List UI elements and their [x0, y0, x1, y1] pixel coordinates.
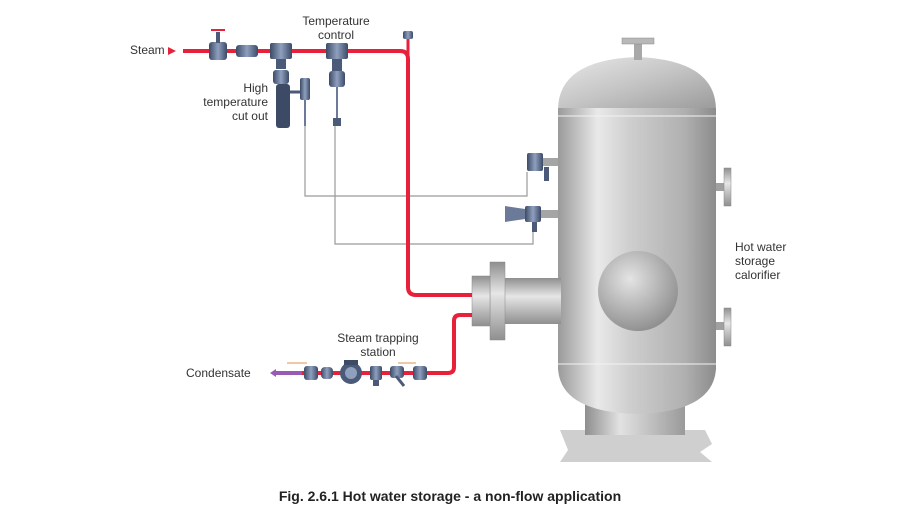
temperature-control-label: Temperature control — [302, 14, 370, 42]
steam-label: Steam — [130, 43, 165, 57]
steam-arrow-icon — [168, 47, 176, 55]
isolation-valve-icon — [209, 29, 227, 60]
inlet-nozzle-lower — [716, 307, 732, 347]
trap-isolation-valve-right — [398, 362, 427, 380]
sensor-pocket-upper — [527, 153, 558, 181]
steam-trap-icon — [340, 360, 362, 384]
capillary-line-control — [334, 125, 534, 245]
sensor-pocket-lower — [505, 206, 558, 232]
check-valve-icon — [370, 366, 382, 386]
trap-isolation-valve-left — [287, 362, 318, 380]
condensate-arrow-icon — [270, 369, 276, 377]
floor-base — [560, 430, 712, 462]
air-vent-icon — [403, 31, 413, 39]
sight-glass-icon — [321, 367, 333, 379]
steam-trapping-station-label: Steam trapping station — [337, 331, 419, 359]
condensate-label: Condensate — [186, 366, 251, 380]
condensate-pipe-hot — [300, 313, 472, 375]
cutout-valve-icon — [270, 43, 310, 128]
high-temperature-cutout-label: High temperature cut out — [203, 81, 268, 123]
strainer-icon — [236, 45, 258, 57]
figure-caption: Fig. 2.6.1 Hot water storage - a non-flo… — [278, 488, 622, 504]
manhole-cover — [598, 251, 678, 331]
outlet-nozzle-upper — [716, 167, 732, 207]
temperature-control-valve-icon — [326, 43, 348, 126]
capillary-line-cutout — [304, 125, 528, 197]
coil-flange-nozzle — [471, 261, 561, 341]
top-vent-nozzle — [621, 37, 655, 60]
steam-pipe — [183, 49, 472, 297]
calorifier-label: Hot water storage calorifier — [735, 240, 787, 282]
trap-strainer-icon — [390, 366, 406, 387]
calorifier-vessel — [558, 57, 716, 414]
